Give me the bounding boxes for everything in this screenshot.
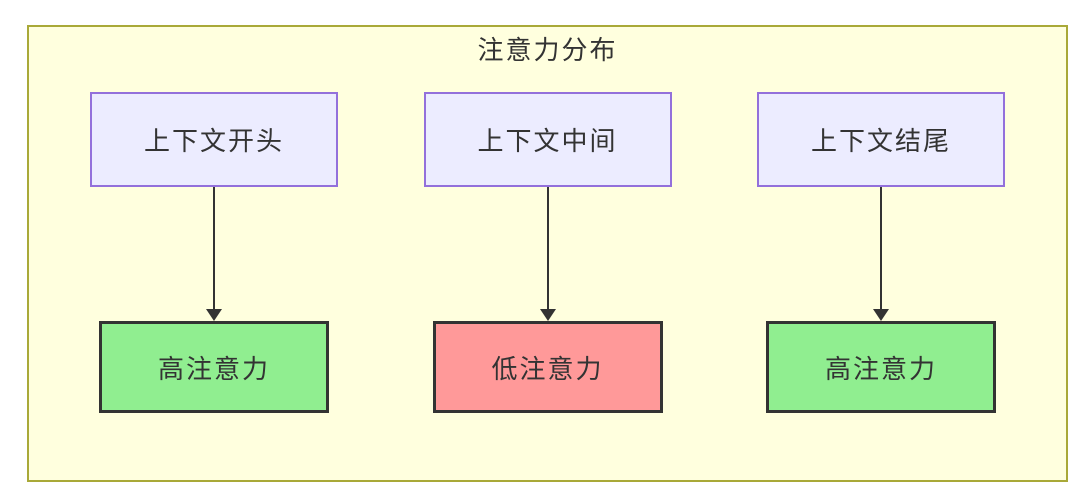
attention-distribution-container: 注意力分布 上下文开头 高注意力 上下文中间 — [27, 25, 1068, 482]
diagram-title: 注意力分布 — [477, 35, 618, 65]
arrow-connector — [873, 187, 889, 322]
arrow-connector — [206, 187, 222, 322]
source-node-context-end: 上下文结尾 — [757, 92, 1005, 188]
arrow-connector — [539, 187, 556, 322]
arrow-line — [546, 187, 549, 311]
arrow-down-icon — [539, 309, 556, 322]
flow-column-context-start: 上下文开头 高注意力 — [90, 92, 338, 414]
target-node-label: 高注意力 — [824, 353, 937, 384]
arrow-down-icon — [206, 309, 222, 322]
arrow-down-icon — [873, 309, 889, 322]
flow-column-context-middle: 上下文中间 低注意力 — [423, 92, 672, 414]
arrow-line — [213, 187, 215, 311]
source-node-context-start: 上下文开头 — [90, 92, 338, 188]
target-node-high-attention: 高注意力 — [766, 321, 996, 414]
flow-column-context-end: 上下文结尾 高注意力 — [757, 92, 1005, 414]
source-node-label: 上下文中间 — [477, 126, 618, 157]
target-node-label: 低注意力 — [491, 353, 604, 384]
source-node-label: 上下文开头 — [143, 126, 284, 157]
source-node-context-middle: 上下文中间 — [423, 92, 672, 188]
flow-columns-row: 上下文开头 高注意力 上下文中间 低注意力 — [29, 92, 1066, 414]
arrow-line — [880, 187, 882, 311]
target-node-high-attention: 高注意力 — [99, 321, 329, 414]
target-node-low-attention: 低注意力 — [432, 321, 663, 414]
source-node-label: 上下文结尾 — [810, 126, 951, 157]
target-node-label: 高注意力 — [157, 353, 270, 384]
